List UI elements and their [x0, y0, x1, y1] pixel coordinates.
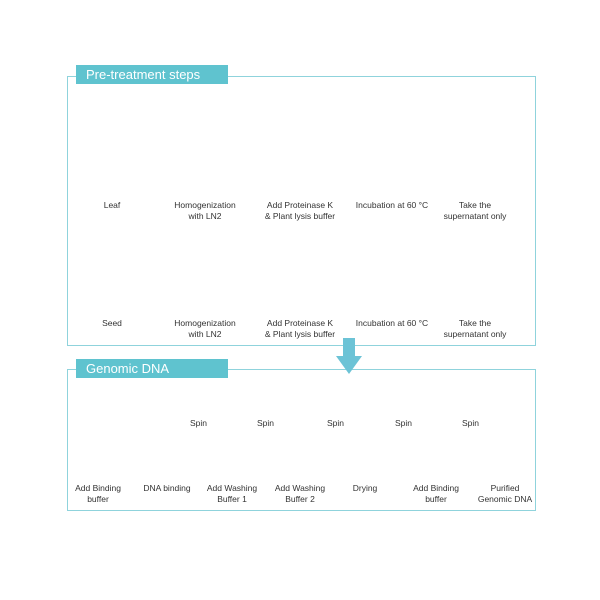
pretreatment-panel — [67, 76, 536, 346]
extraction-step-label: Add Binding buffer — [413, 483, 459, 504]
step-label: Leaf — [103, 200, 121, 210]
step-label: Homogenization with LN2 — [174, 318, 236, 339]
step-label: Incubation at 60 °C — [355, 200, 429, 210]
step-label: Add Proteinase K & Plant lysis buffer — [264, 318, 336, 339]
step-label: Take the supernatant only — [443, 318, 507, 339]
step-label: Seed — [102, 318, 122, 328]
spin-label: Spin — [257, 418, 275, 428]
spin-label: Spin — [462, 418, 480, 428]
spin-label: Spin — [327, 418, 345, 428]
step-label: Add Proteinase K & Plant lysis buffer — [264, 200, 336, 221]
extraction-step-label: DNA binding — [143, 483, 191, 493]
step-label: Homogenization with LN2 — [174, 200, 236, 221]
extraction-panel — [67, 369, 536, 511]
extraction-step-label: Add Washing Buffer 2 — [274, 483, 326, 504]
extraction-step-label: Purified Genomic DNA — [477, 483, 533, 504]
spin-label: Spin — [190, 418, 208, 428]
step-label: Incubation at 60 °C — [355, 318, 429, 328]
extraction-step-label: Drying — [352, 483, 378, 493]
spin-label: Spin — [395, 418, 413, 428]
extraction-step-label: Add Washing Buffer 1 — [206, 483, 258, 504]
extraction-title: Genomic DNA Extraction — [76, 359, 228, 395]
extraction-step-label: Add Binding buffer — [75, 483, 121, 504]
pretreatment-title: Pre-treatment steps — [76, 65, 228, 84]
step-label: Take the supernatant only — [443, 200, 507, 221]
down-arrow-icon — [336, 338, 362, 374]
